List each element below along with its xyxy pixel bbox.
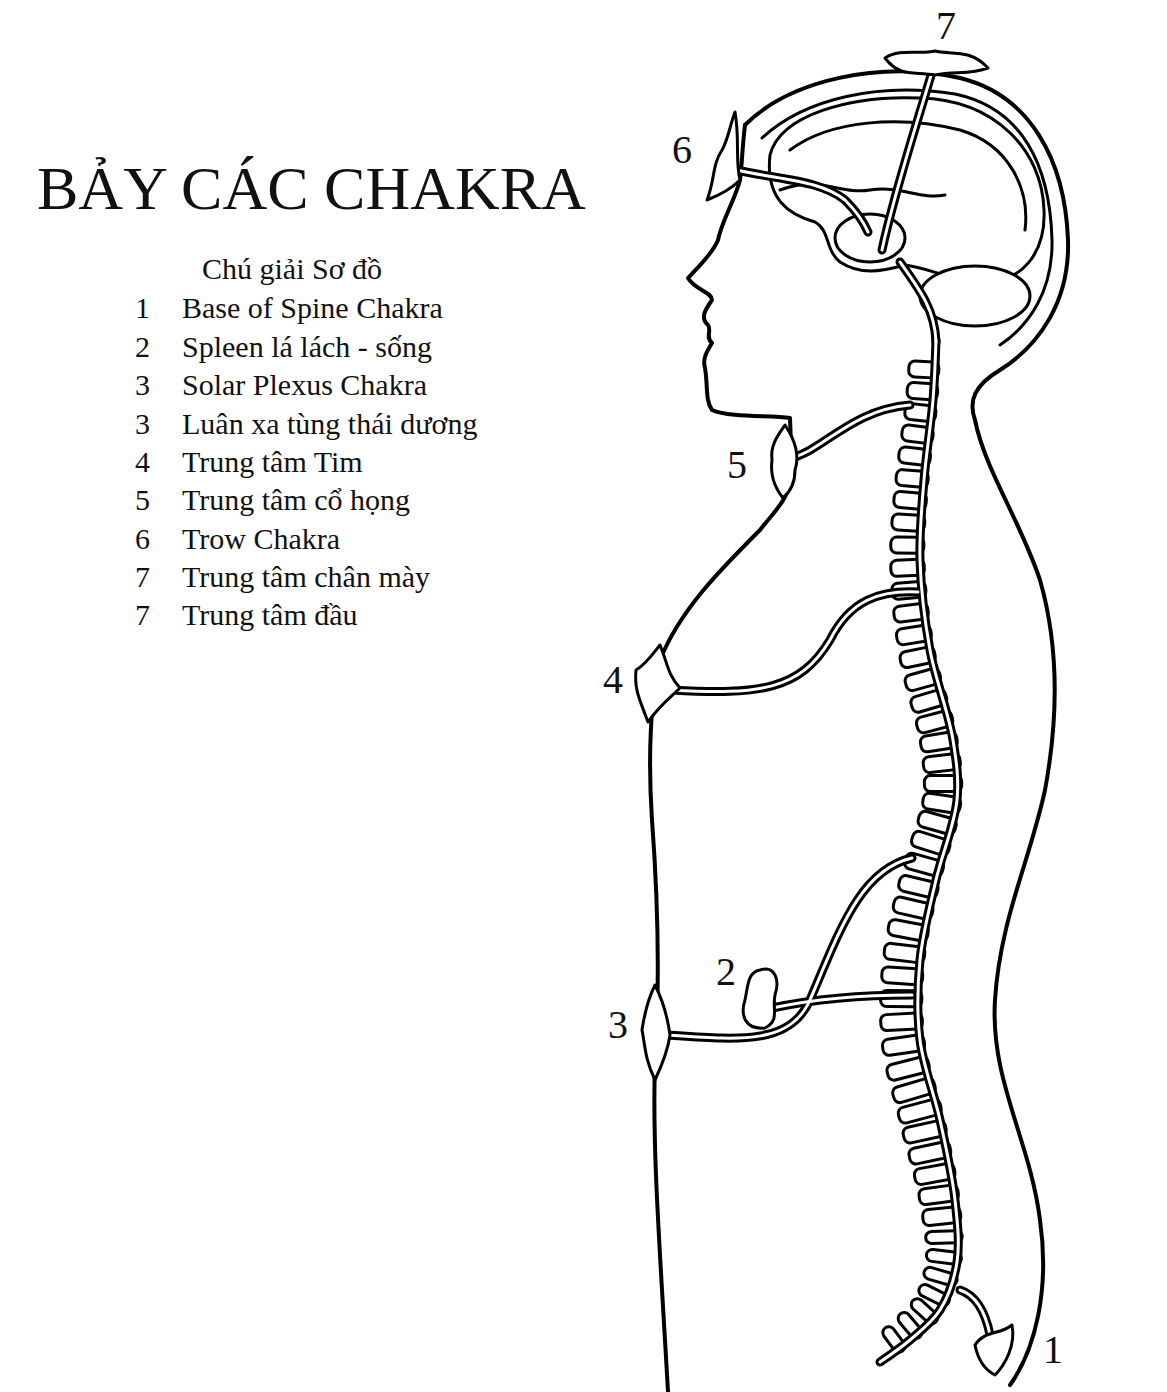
legend-number: 3 — [135, 370, 150, 400]
legend-number: 7 — [135, 600, 150, 630]
legend-text: Trow Chakra — [182, 524, 340, 554]
chakra-heart — [636, 645, 680, 722]
chakra-crown — [885, 51, 988, 75]
nerve-inner — [668, 72, 990, 1362]
legend-number: 7 — [135, 562, 150, 592]
nerve-2 — [772, 995, 912, 1008]
callout-number: 1 — [1043, 1330, 1063, 1370]
legend-text: Spleen lá lách - sống — [182, 332, 432, 362]
nerve-3 — [668, 858, 912, 1038]
legend-number: 5 — [135, 485, 150, 515]
chakra-base — [975, 1325, 1013, 1375]
nerve-3-channel — [668, 858, 912, 1038]
legend-heading: Chú giải Sơ đồ — [202, 254, 382, 284]
nerve-4-channel — [672, 592, 918, 692]
chakra-brow — [707, 112, 740, 200]
legend-text: Trung tâm đầu — [182, 600, 358, 630]
diagram-title: BẢY CÁC CHAKRA — [37, 157, 586, 219]
nerve-6-channel — [737, 170, 868, 232]
brain-outline — [769, 98, 1044, 282]
body-back-outline — [745, 71, 1068, 1385]
nerve-7 — [882, 72, 932, 250]
brain-stem-channel — [900, 262, 936, 342]
nerve-6 — [737, 170, 868, 232]
legend-number: 3 — [135, 409, 150, 439]
skull-inner-line — [762, 90, 1052, 345]
legend-text: Trung tâm Tim — [182, 447, 363, 477]
nerve-5 — [790, 405, 910, 458]
nerve-5-channel — [790, 405, 910, 458]
thalamus — [835, 214, 905, 262]
chakra-spleen — [743, 969, 777, 1028]
brain-stem — [900, 262, 936, 342]
nerve-2-channel — [772, 995, 912, 1008]
spinal-cord-channel — [880, 340, 958, 1362]
callout-number: 4 — [603, 660, 623, 700]
legend-text: Trung tâm chân mày — [182, 562, 430, 592]
callout-number: 2 — [716, 952, 736, 992]
callout-number: 7 — [936, 6, 956, 46]
legend-text: Solar Plexus Chakra — [182, 370, 427, 400]
nerve-4 — [672, 592, 918, 692]
legend-text: Trung tâm cổ họng — [182, 485, 410, 515]
legend-number: 6 — [135, 524, 150, 554]
legend-text: Base of Spine Chakra — [182, 293, 443, 323]
callout-number: 6 — [672, 130, 692, 170]
chakra-throat — [772, 425, 797, 498]
callout-number: 3 — [608, 1005, 628, 1045]
legend-number: 4 — [135, 447, 150, 477]
nerve-1 — [960, 1290, 990, 1335]
callout-number: 5 — [727, 445, 747, 485]
nerve-outline — [668, 72, 990, 1362]
legend-text: Luân xa tùng thái dương — [182, 409, 477, 439]
nerve-7-channel — [882, 72, 932, 250]
spinal-cord — [880, 340, 958, 1362]
body-front-outline — [650, 125, 792, 1392]
legend-number: 1 — [135, 293, 150, 323]
chakra-solar-plexus — [642, 985, 670, 1080]
legend-number: 2 — [135, 332, 150, 362]
nerve-1-channel — [960, 1290, 990, 1335]
